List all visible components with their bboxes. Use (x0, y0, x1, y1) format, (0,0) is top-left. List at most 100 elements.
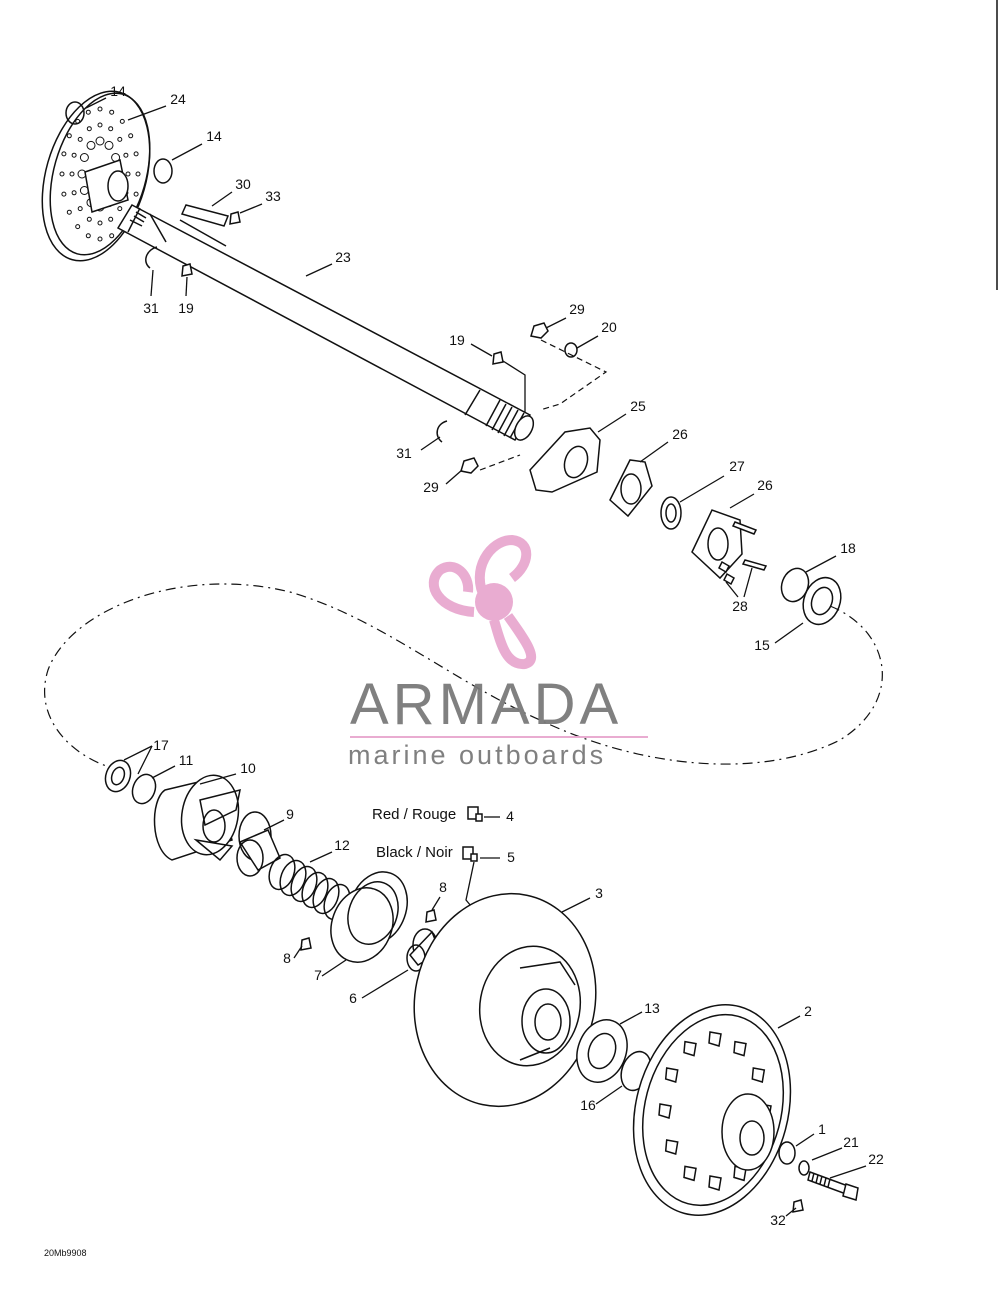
disc-hole (135, 171, 141, 177)
callout-c1: 1 (818, 1121, 826, 1137)
callout-c29b: 29 (423, 479, 439, 495)
callout-c32: 32 (770, 1212, 786, 1228)
ring-11 (131, 773, 157, 805)
alignment-line-upper (539, 339, 608, 411)
callout-c5: 5 (507, 849, 515, 865)
callout-c15: 15 (754, 637, 770, 653)
sheave-vane (708, 1175, 722, 1191)
disc-hole (86, 140, 96, 150)
washer-17 (104, 759, 132, 793)
spring-coil (268, 853, 296, 891)
disc-hole (108, 216, 114, 222)
callout-c23: 23 (335, 249, 351, 265)
disc-hole (97, 122, 103, 128)
callout-c33: 33 (265, 188, 281, 204)
bolt-22 (807, 1171, 859, 1201)
disc-hole (109, 109, 115, 115)
callout-c6: 6 (349, 990, 357, 1006)
sheave-vane (683, 1040, 697, 1057)
screw-8b (300, 937, 312, 951)
drawing-code: 20Mb9908 (44, 1248, 87, 1258)
callout-c9: 9 (286, 806, 294, 822)
disc-hole (104, 140, 114, 150)
set-screw-19b (492, 351, 504, 365)
cam-10 (153, 774, 241, 862)
washer-21 (798, 1160, 810, 1176)
callout-c29a: 29 (569, 301, 585, 317)
connector-red (467, 806, 483, 822)
callout-c3: 3 (595, 885, 603, 901)
disc-hole (86, 126, 92, 132)
disc-hole (71, 152, 77, 158)
spring-coil (312, 877, 340, 915)
spring-coil (301, 871, 329, 909)
disc-hole (86, 216, 92, 222)
disc-hole (133, 151, 139, 157)
circlip-31a (145, 246, 158, 269)
watermark-brand: ARMADA (350, 672, 622, 737)
disc-hole (133, 191, 139, 197)
alignment-line-lower (479, 454, 521, 471)
sheave-vane (658, 1103, 672, 1119)
callout-c27: 27 (729, 458, 745, 474)
callout-c17: 17 (153, 737, 169, 753)
circlip-31b (436, 420, 448, 443)
callout-c22: 22 (868, 1151, 884, 1167)
bearing-flange-26a (609, 459, 653, 518)
disc-hole (123, 152, 129, 158)
disc-hole (109, 233, 115, 239)
callout-c14b: 14 (206, 128, 222, 144)
propeller-logo-icon (428, 534, 537, 669)
disc-hole (79, 153, 89, 162)
disc-hole (77, 136, 83, 142)
retaining-ring-upper (65, 101, 85, 125)
disc-hole (108, 126, 114, 132)
disc-hole (117, 136, 123, 142)
screw-8a (425, 909, 437, 923)
bolts-28 (718, 521, 768, 586)
wire-note-red: Red / Rouge (372, 806, 456, 823)
callout-c13: 13 (644, 1000, 660, 1016)
armada-watermark: ARMADA marine outboards (348, 534, 648, 770)
fixed-sheave-3 (413, 892, 597, 1108)
callout-c26a: 26 (672, 426, 688, 442)
nut-29a (530, 322, 549, 339)
set-screw-33 (229, 211, 241, 225)
washer-1 (778, 1141, 796, 1165)
callout-c28: 28 (732, 598, 748, 614)
drive-belt-outline (43, 583, 883, 771)
leader-lines (85, 97, 867, 1217)
sleeve-7 (330, 871, 408, 963)
disc-hole (125, 171, 131, 177)
movable-sheave-2 (632, 1004, 792, 1216)
disc-hole (71, 190, 77, 196)
sheave-vane (751, 1067, 766, 1083)
wire-note-black: Black / Noir (376, 844, 453, 861)
disc-hole (119, 118, 125, 124)
disc-hole (85, 109, 91, 115)
disc-hole (117, 206, 123, 212)
disc-hole (95, 136, 105, 146)
callout-c31b: 31 (396, 445, 412, 461)
disc-hole (59, 171, 65, 177)
washer-13 (576, 1019, 628, 1083)
callout-c20: 20 (601, 319, 617, 335)
shaft-key (180, 204, 230, 227)
sheave-vane (664, 1067, 679, 1083)
watermark-tagline: marine outboards (348, 740, 606, 770)
bearing-bracket-plate (529, 427, 601, 493)
screw-32 (792, 1199, 804, 1213)
brake-disc (41, 90, 151, 262)
callout-c25: 25 (630, 398, 646, 414)
callout-c11: 11 (179, 752, 194, 768)
bushing-9 (236, 811, 281, 877)
nut-29b (460, 457, 479, 474)
washer-15 (802, 576, 842, 626)
callout-c14a: 14 (110, 83, 126, 99)
callout-c4: 4 (506, 808, 514, 824)
callout-c16: 16 (580, 1097, 596, 1113)
callout-c2: 2 (804, 1003, 812, 1019)
callout-c8b: 8 (283, 950, 291, 966)
callout-c26b: 26 (757, 477, 773, 493)
